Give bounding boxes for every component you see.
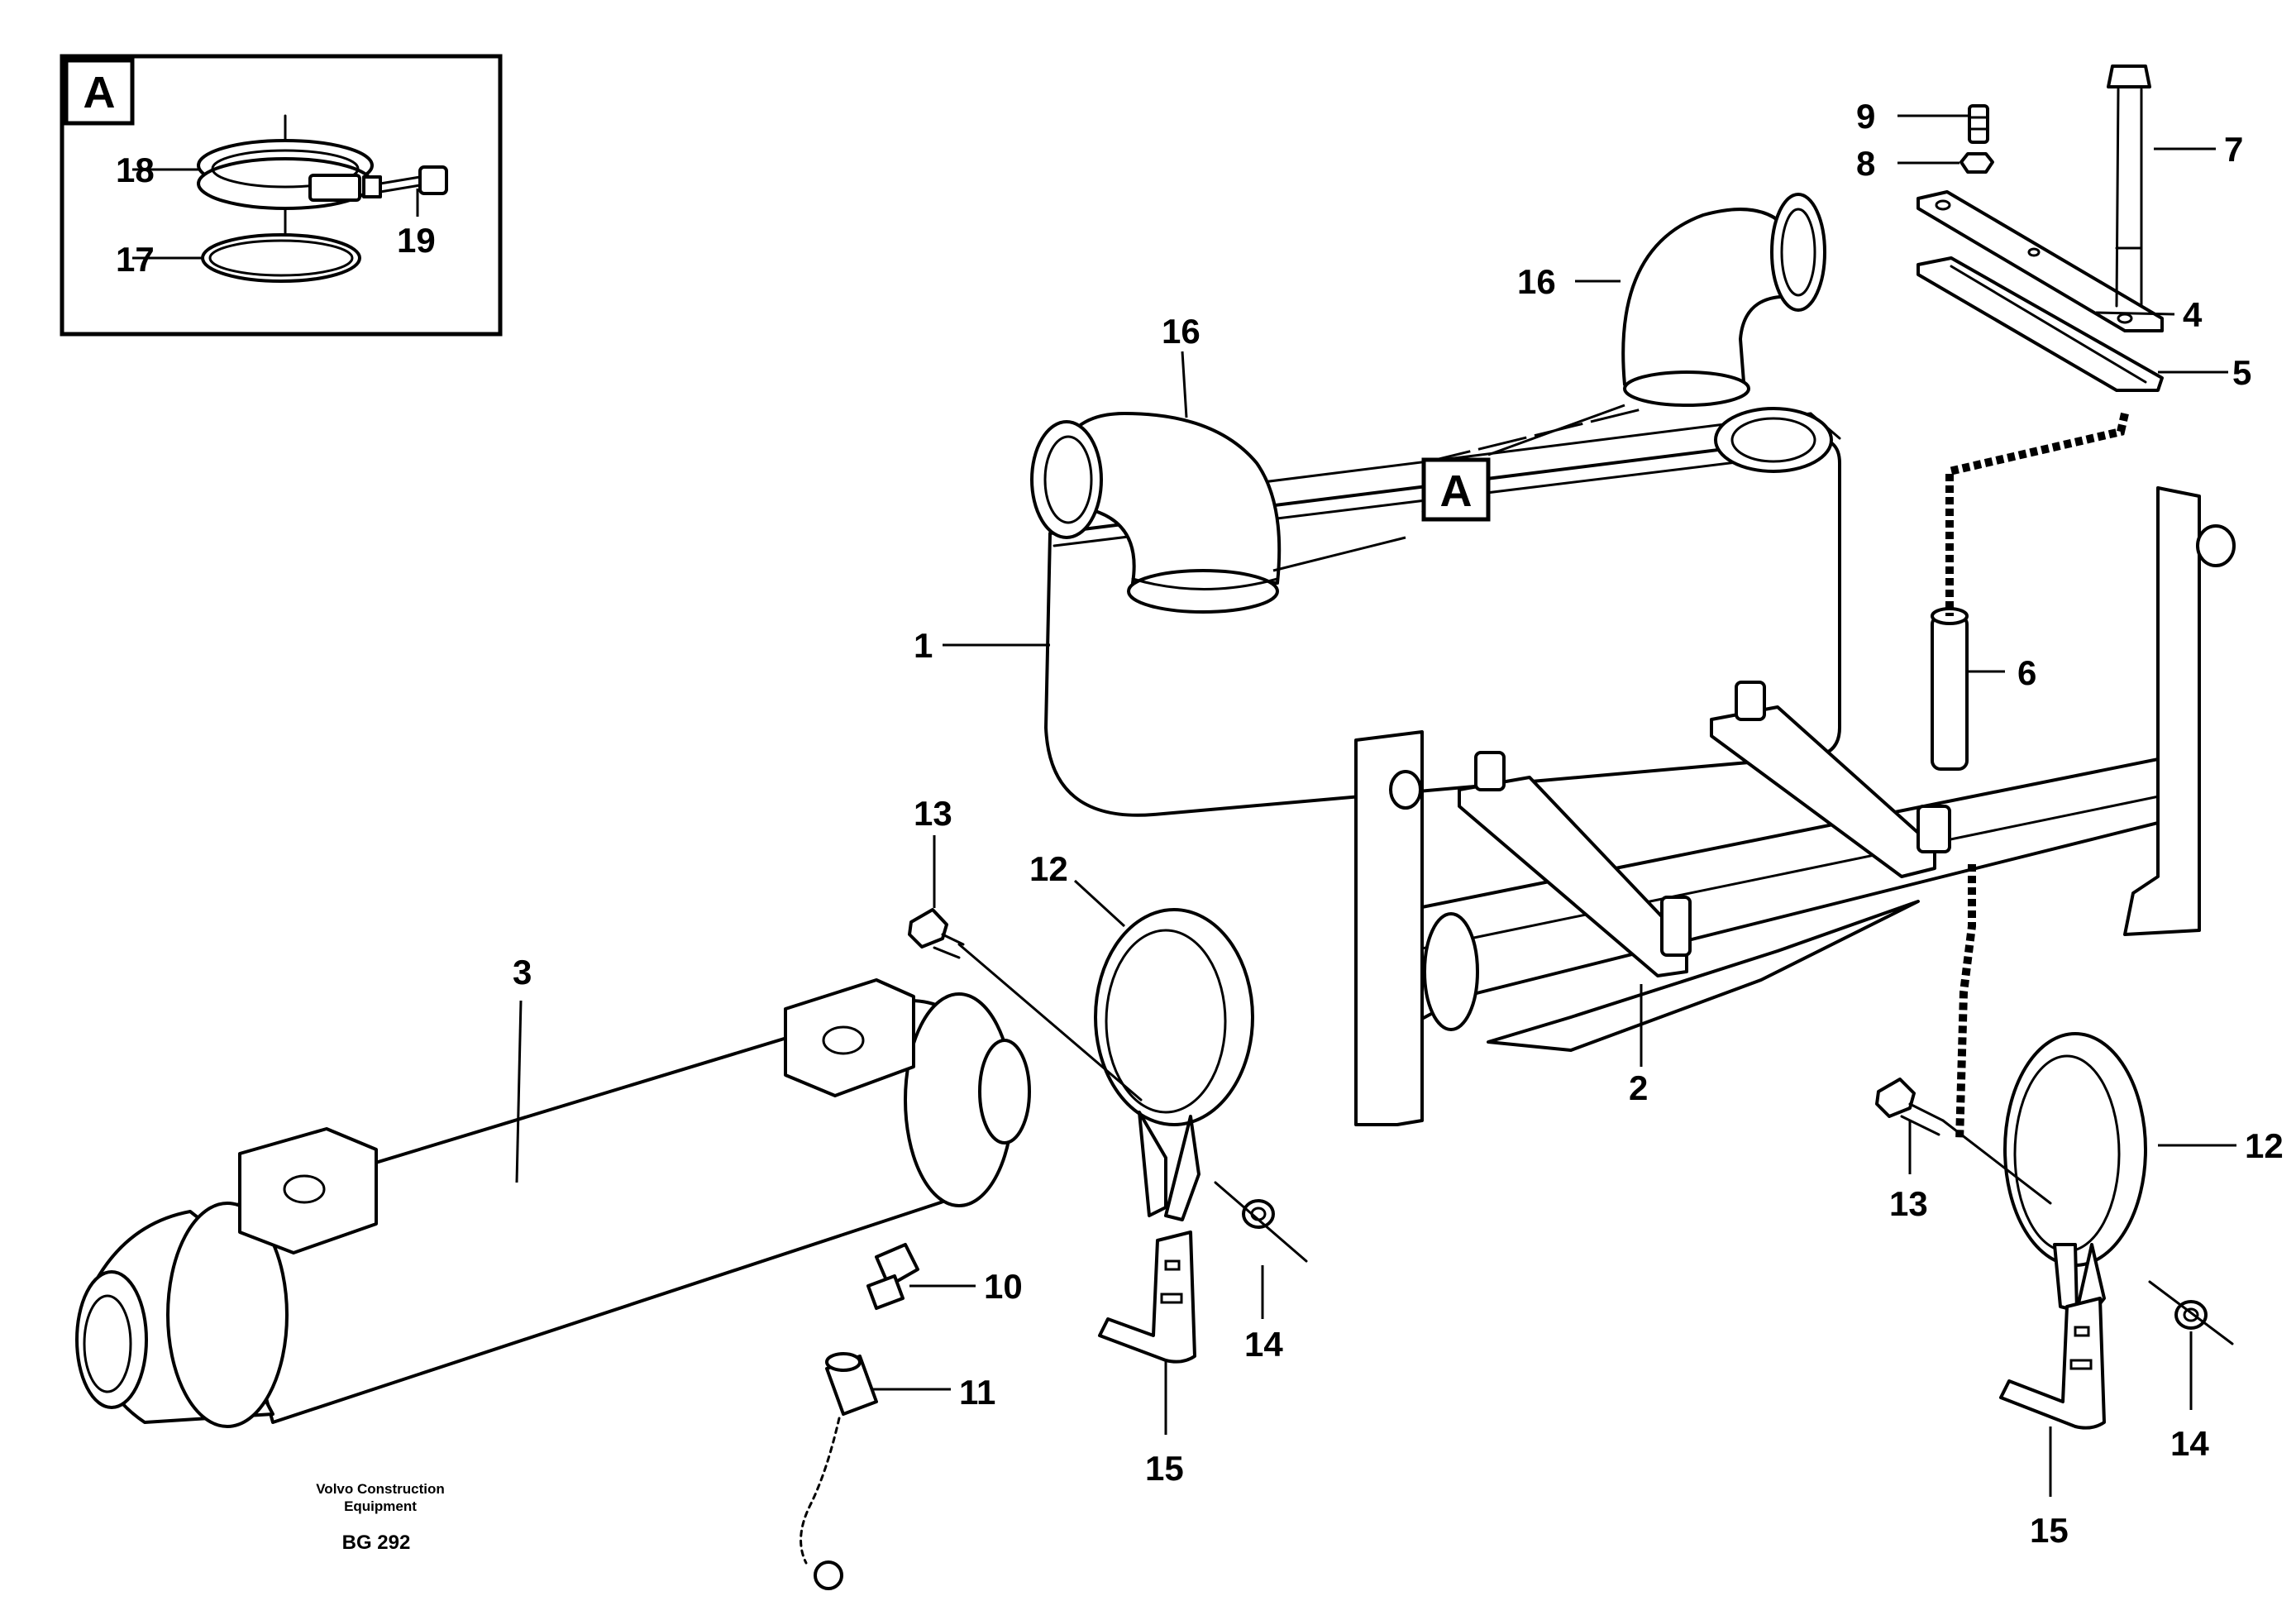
callout-14-right: 14 [2170,1424,2209,1463]
hose-clamp-18 [197,114,382,275]
callout-6: 6 [2017,653,2036,692]
elbow-16-left [1030,412,1282,614]
callout-15-right: 15 [2030,1511,2069,1550]
intercooler-1 [1030,193,1841,817]
callout-13-left: 13 [914,794,952,833]
callout-13-right: 13 [1889,1184,1928,1223]
oil-cooler-3 [75,978,1031,1428]
nut-8 [1959,152,1994,174]
bolt-13-left [908,908,1143,1102]
leader-lines [132,114,2236,1497]
brand-line-1: Volvo Construction [316,1481,445,1497]
drain-cap-11 [800,1352,878,1590]
callout-16-top: 16 [1517,262,1556,301]
callout-10: 10 [984,1267,1023,1306]
callout-12-left: 12 [1029,849,1068,888]
bolt-13-right [1875,1078,2052,1205]
callout-14-left: 14 [1244,1325,1283,1364]
callout-8: 8 [1856,144,1875,183]
callout-17: 17 [116,240,155,279]
callout-labels: 1 2 3 4 5 6 7 8 9 10 11 12 12 13 13 14 1… [116,97,2284,1550]
detail-reference-label: A [1440,466,1473,516]
clamp-12-left [1094,908,1254,1221]
callout-19: 19 [397,221,436,260]
assembly-path-dashed-lower [1955,864,1976,1142]
callout-12-right: 12 [2245,1126,2284,1165]
assembly-path-dashed [1945,412,2129,616]
bolt-7 [2107,65,2151,308]
spacer-plate-5 [1917,256,2164,392]
detail-box-a: A [60,54,503,337]
drain-valve-10 [866,1243,919,1310]
callout-1: 1 [914,626,933,665]
callout-15-left: 15 [1145,1449,1184,1488]
nut-14-right [2148,1280,2234,1345]
callout-3: 3 [513,953,532,992]
detail-label-box [64,58,135,126]
strap-4 [1917,190,2164,332]
set-screw-9 [1968,104,1989,144]
detail-reference-a: A [1421,457,1491,522]
callout-11: 11 [959,1373,995,1412]
nut-14-left [1214,1181,1308,1263]
clamp-12-right [2003,1032,2147,1321]
callout-7: 7 [2224,130,2243,169]
bracket-frame-2 [1354,486,2236,1126]
clamp-15-right [1999,1297,2106,1430]
callout-4: 4 [2183,295,2203,334]
drawing-code: BG 292 [342,1532,411,1554]
callout-16-left: 16 [1162,312,1201,351]
callout-18: 18 [116,151,155,189]
detail-label: A [84,68,116,117]
clamp-15-left [1098,1231,1196,1364]
brand-line-2: Equipment [344,1498,417,1514]
bolt-19 [379,165,448,195]
callout-2: 2 [1629,1068,1648,1107]
callout-5: 5 [2232,353,2251,392]
elbow-16-top [1621,193,1826,407]
footer: Volvo Construction Equipment BG 292 [316,1481,445,1554]
callout-9: 9 [1856,97,1875,136]
